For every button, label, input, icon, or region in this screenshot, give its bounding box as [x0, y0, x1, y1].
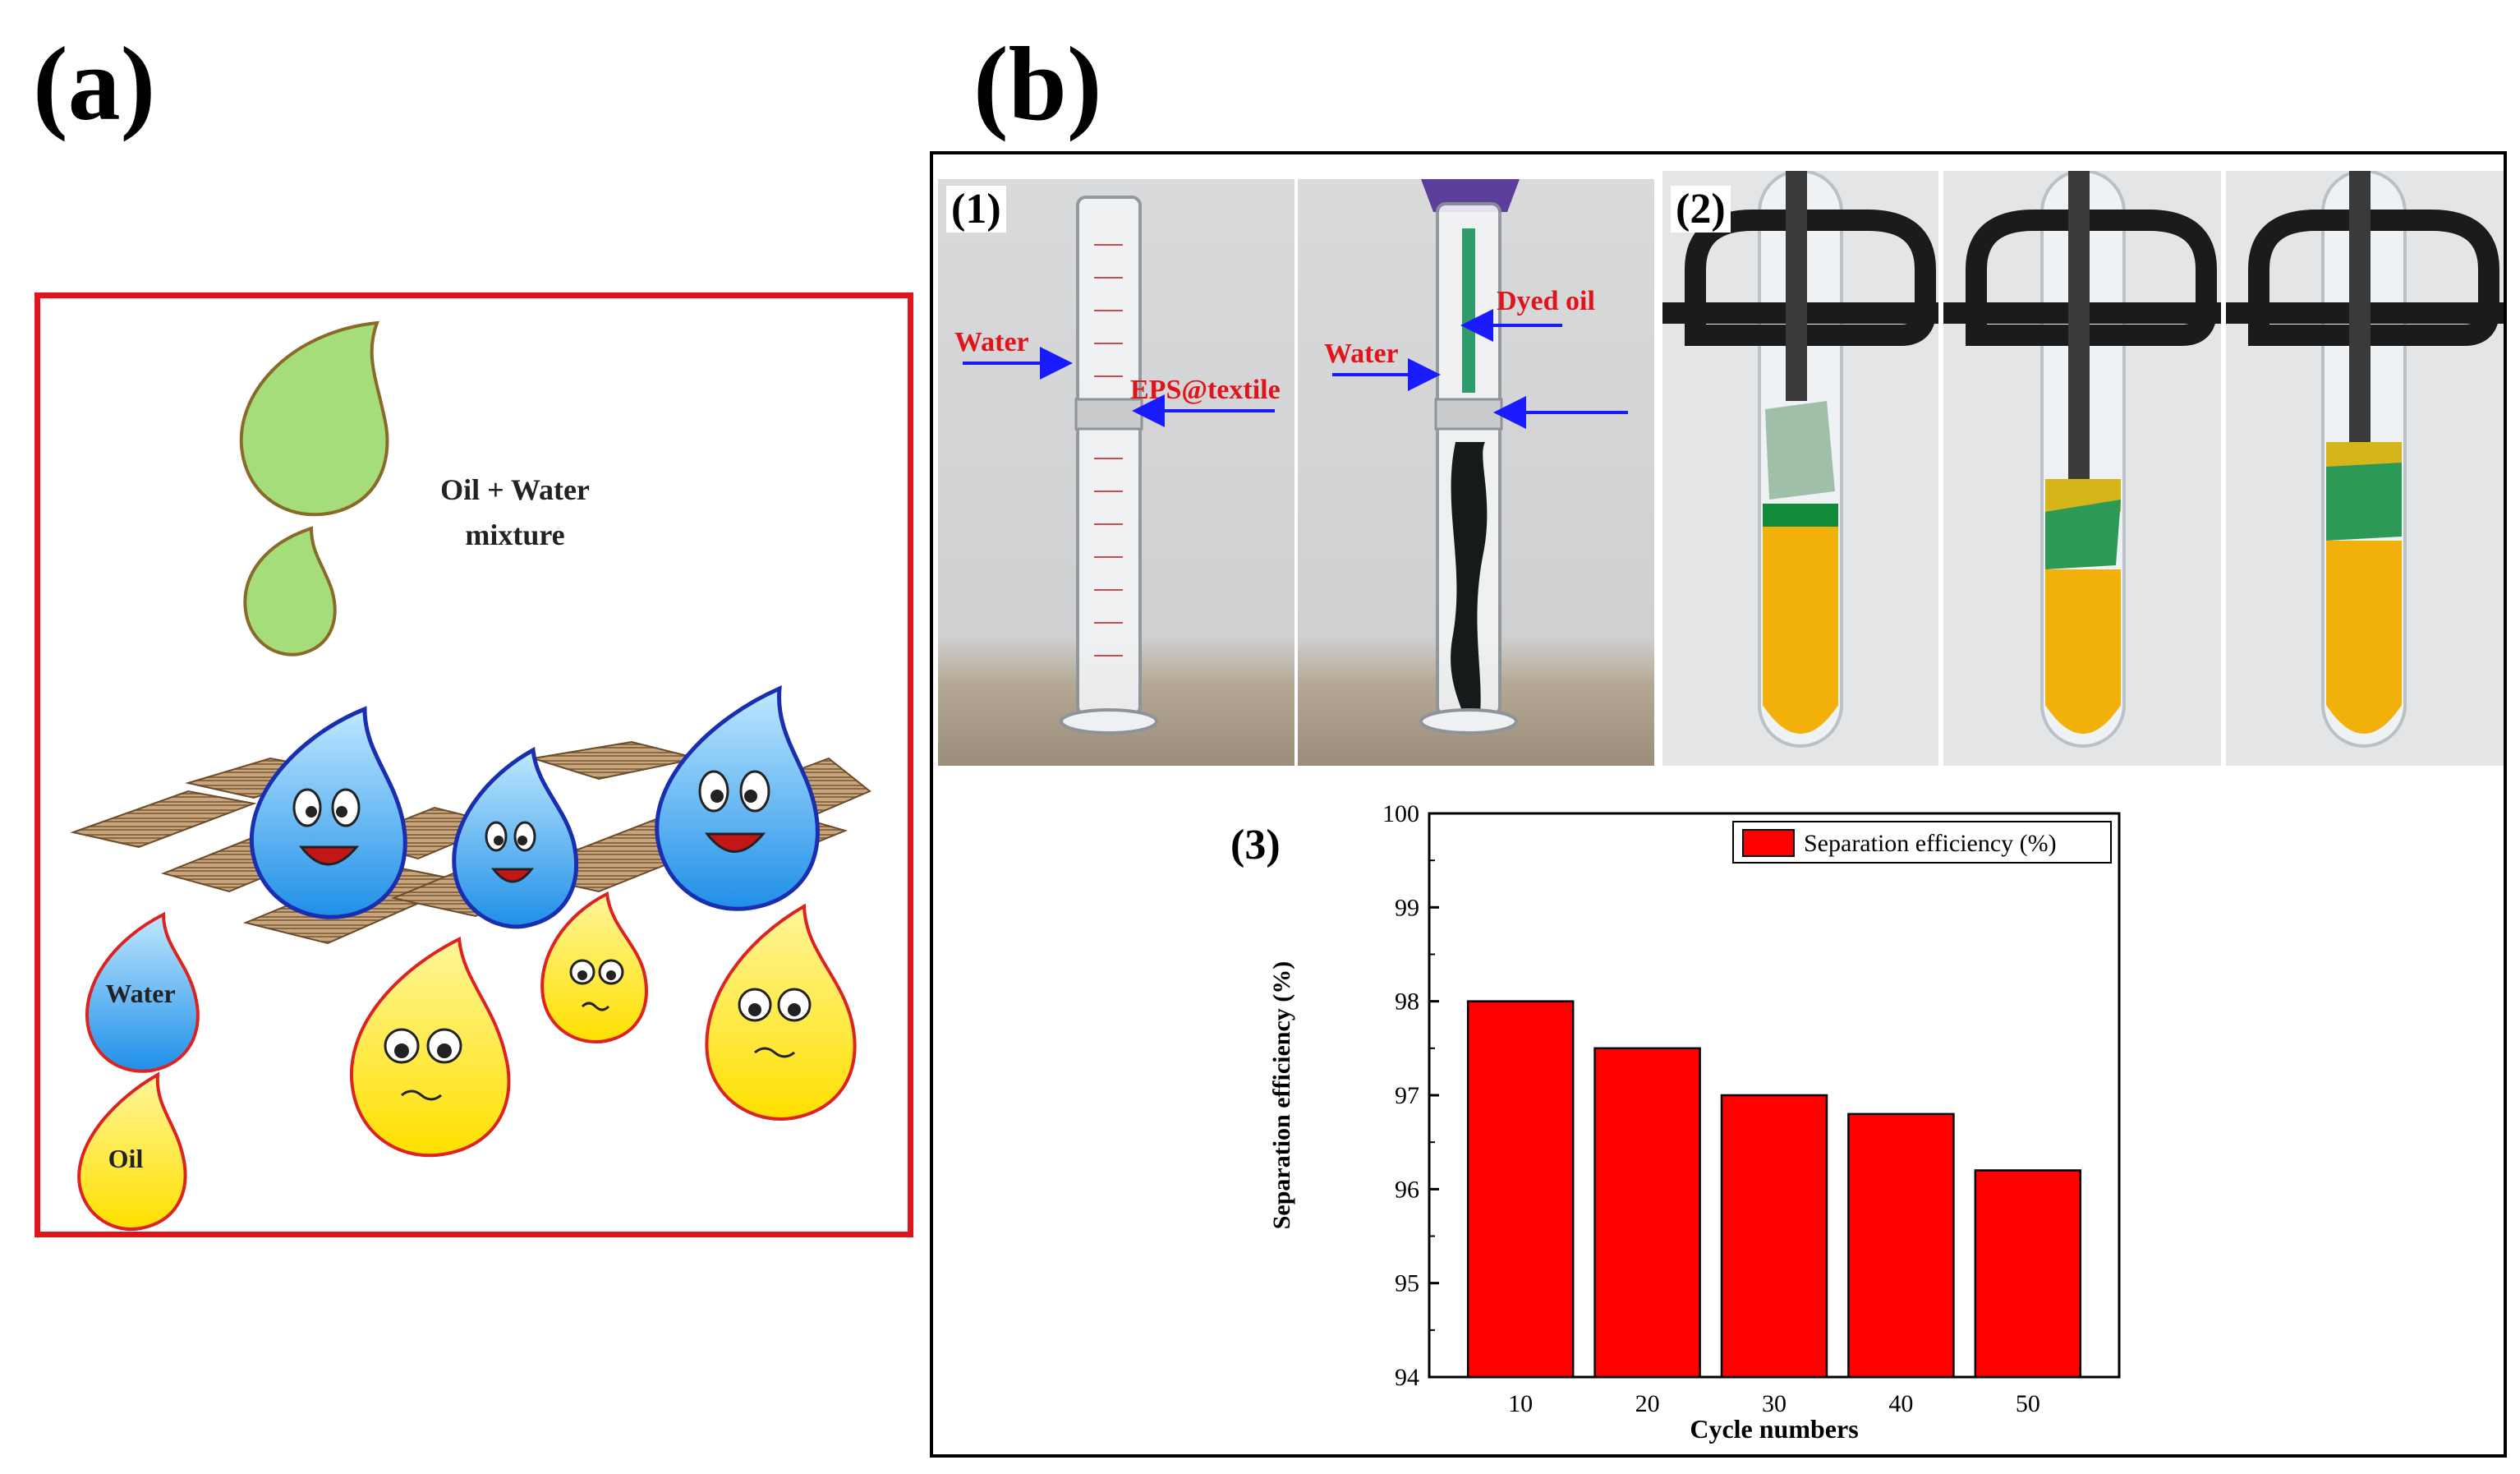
panel-b-label: (b) [973, 25, 1102, 142]
ann-dyed-oil: Dyed oil [1497, 286, 1595, 316]
y-tick-label: 100 [1382, 800, 1419, 827]
mixture-label-line1: Oil + Water [440, 473, 590, 506]
bar-cycle-10 [1466, 1000, 1575, 1379]
ann-water-right: Water [1324, 339, 1399, 369]
legend-box [1732, 821, 2112, 864]
legend-oil-drop [77, 1071, 187, 1231]
photo-tube-3 [2226, 169, 2504, 766]
photo-cylinder-after [1298, 179, 1654, 766]
water-drop-happy-3 [655, 685, 820, 911]
mixture-label-line2: mixture [465, 518, 564, 551]
panel-a-frame [34, 292, 913, 1237]
panel-a-label: (a) [33, 25, 156, 142]
tube-3-drawing [2226, 169, 2504, 748]
legend-swatch [1742, 829, 1795, 857]
ann-water-left: Water [954, 327, 1029, 357]
mixture-drop-large [239, 320, 389, 517]
bar-cycle-50 [1974, 1169, 2082, 1379]
oil-drop-sad-3 [705, 903, 857, 1121]
legend-series-label: Separation efficiency (%) [1804, 830, 2057, 857]
photo-cylinder-before [938, 179, 1294, 766]
x-tick-label: 20 [1635, 1390, 1660, 1417]
tube-2-drawing [1943, 169, 2221, 748]
y-axis: 94 95 96 97 98 99 100 [1382, 800, 1439, 1391]
sub1-label: (1) [946, 186, 1006, 233]
bar-cycle-20 [1593, 1047, 1701, 1379]
oil-drop-sad-2 [349, 936, 511, 1158]
water-drop-happy-2 [452, 747, 578, 929]
ann-arrows [963, 309, 1628, 429]
mixture-drop-small [243, 526, 337, 656]
oil-drop-sad-1 [540, 891, 648, 1043]
panel-a-illustration: Oil + Water mixture [70, 320, 871, 1231]
legend-water-drop [85, 911, 200, 1073]
bars [1466, 1000, 2082, 1379]
x-tick-label: 40 [1888, 1390, 1913, 1417]
cylinder-before-drawing [1060, 196, 1158, 735]
panel-b-frame [930, 151, 2507, 1458]
separation-efficiency-chart: 94 95 96 97 98 99 100 10 20 30 40 50 Separation ef… [1268, 800, 2121, 1444]
water-drop-happy-1 [249, 706, 407, 919]
x-tick-label: 10 [1508, 1390, 1533, 1417]
legend-water-label: Water [105, 979, 175, 1008]
x-tick-label: 30 [1762, 1390, 1787, 1417]
photo-tube-2 [1943, 169, 2221, 766]
bar-cycle-30 [1720, 1094, 1828, 1379]
y-tick-label: 96 [1395, 1176, 1419, 1203]
sub2-label: (2) [1671, 186, 1731, 233]
photo-tube-1 [1662, 169, 1938, 766]
legend: Separation efficiency (%) [1732, 821, 2112, 864]
sub3-label: (3) [1226, 822, 1285, 869]
legend-oil-label: Oil [108, 1144, 144, 1173]
x-axis-title: Cycle numbers [1690, 1414, 1858, 1444]
y-tick-label: 97 [1395, 1082, 1419, 1109]
y-axis-title: Separation efficiency (%) [1268, 961, 1295, 1230]
bar-cycle-40 [1847, 1112, 1955, 1379]
tube-1-drawing [1662, 169, 1938, 748]
y-tick-label: 94 [1395, 1364, 1419, 1391]
y-tick-label: 98 [1395, 988, 1419, 1016]
x-tick-label: 50 [2016, 1390, 2040, 1417]
y-tick-label: 95 [1395, 1270, 1419, 1297]
y-tick-label: 99 [1395, 894, 1419, 921]
